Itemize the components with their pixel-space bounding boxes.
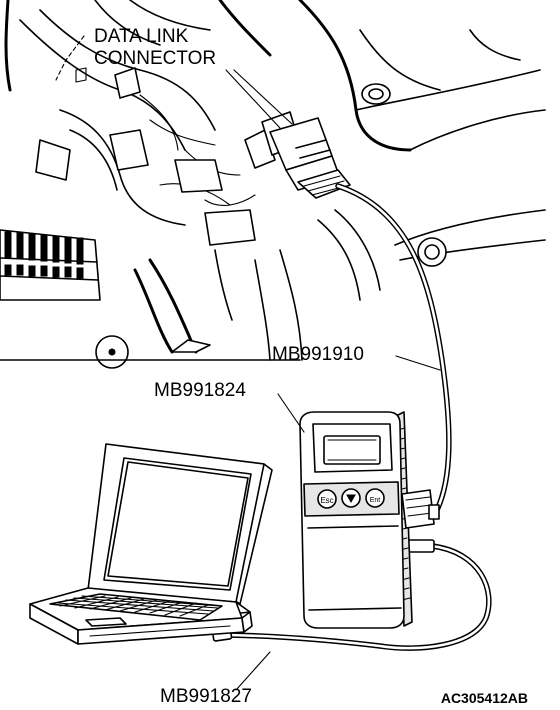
cable-mb991910 xyxy=(335,183,452,515)
figure-id-label: AC305412AB xyxy=(441,690,528,706)
vehicle-underdash-drawing xyxy=(0,0,546,369)
cable-mb991910-label: MB991910 xyxy=(272,344,364,365)
vehicle-communication-interface: Esc Ent xyxy=(299,411,440,629)
cable-mb991827-label: MB991827 xyxy=(160,686,252,707)
interface-mb991824-label: MB991824 xyxy=(154,380,246,401)
svg-text:Esc: Esc xyxy=(320,496,333,505)
cable-mb991827 xyxy=(211,539,492,651)
laptop-computer xyxy=(29,443,273,645)
data-link-connector-label-line2: CONNECTOR xyxy=(94,48,216,69)
leader-lines xyxy=(55,35,441,691)
data-link-connector-label-line1: DATA LINK xyxy=(94,26,189,47)
svg-text:Ent: Ent xyxy=(370,497,381,504)
